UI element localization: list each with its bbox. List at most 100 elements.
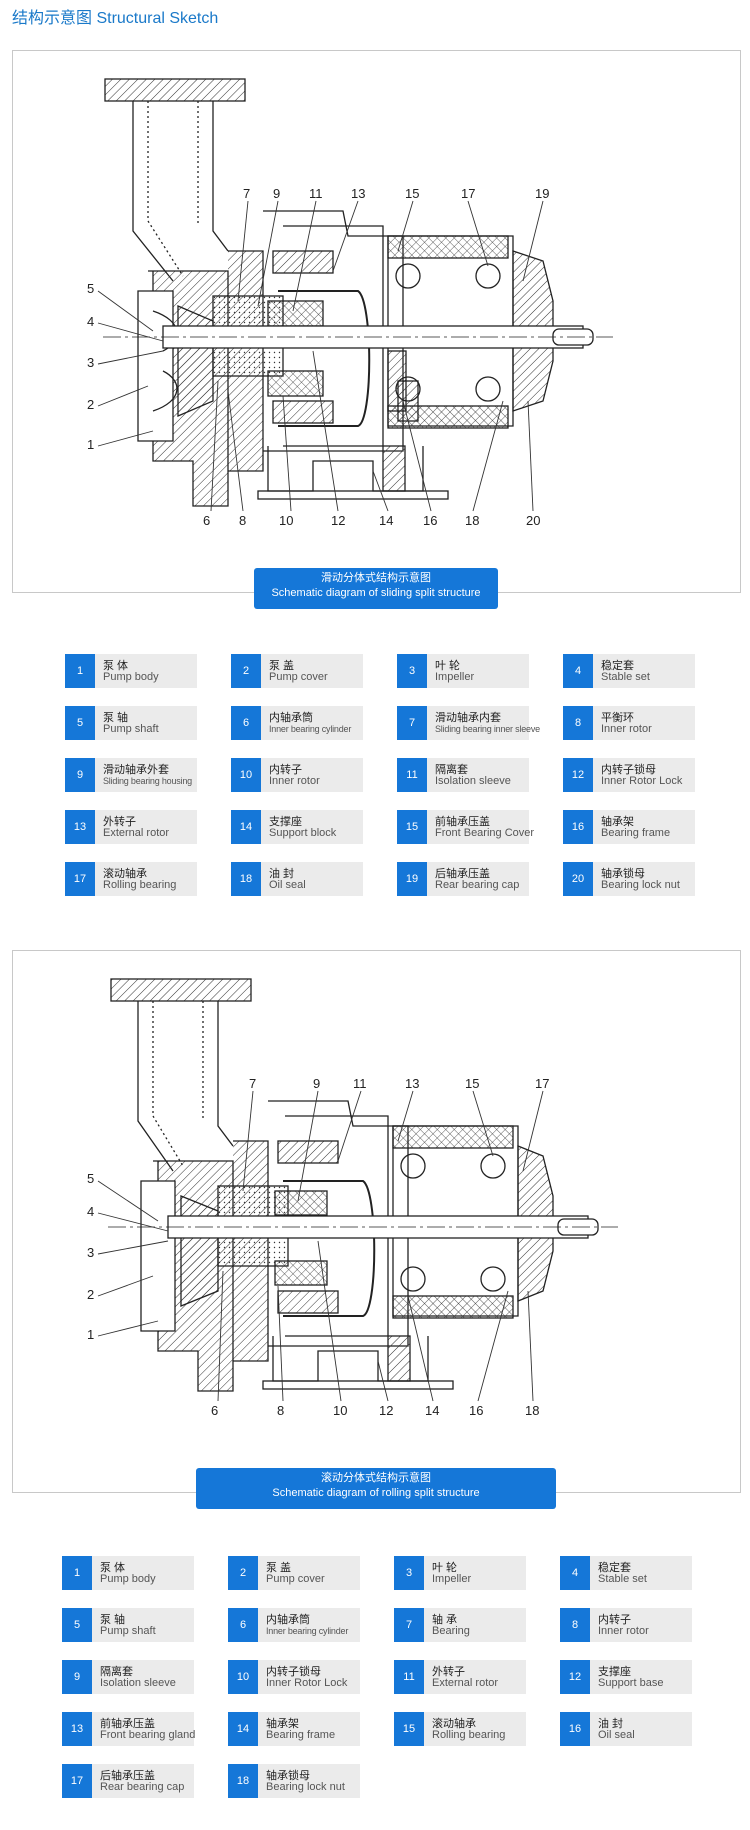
callout-6: 6 <box>211 1403 218 1418</box>
callout-5: 5 <box>87 281 94 296</box>
legend-number: 16 <box>560 1712 590 1746</box>
legend-number: 12 <box>560 1660 590 1694</box>
pump-cover <box>137 290 174 442</box>
legend-number: 3 <box>394 1556 424 1590</box>
legend-label-cn: 油 封 <box>269 868 295 880</box>
legend-label-en: Inner Rotor Lock <box>601 775 683 787</box>
legend-number: 6 <box>228 1608 258 1642</box>
callout-9: 9 <box>313 1076 320 1091</box>
callout-10: 10 <box>333 1403 347 1418</box>
legend-number: 16 <box>563 810 593 844</box>
legend-label-en: Rear bearing cap <box>100 1781 185 1793</box>
legend-number: 1 <box>62 1556 92 1590</box>
legend-label-en: External rotor <box>103 827 170 839</box>
callout-7: 7 <box>243 186 250 201</box>
isolation-sleeve <box>278 290 371 427</box>
caption-en: Schematic diagram of sliding split struc… <box>271 587 481 599</box>
legend-label-en: Stable set <box>598 1573 647 1585</box>
legend-number: 15 <box>394 1712 424 1746</box>
legend-number: 3 <box>397 654 427 688</box>
rolling-split-drawing: 5 4 3 2 1 6 7 8 9 10 11 12 13 14 15 16 1… <box>87 978 618 1418</box>
legend-number: 17 <box>65 862 95 896</box>
legend-label-cn: 前轴承压盖 <box>435 816 490 828</box>
legend-label-cn: 支撑座 <box>269 816 302 828</box>
legend-label-en: Bearing frame <box>266 1729 336 1741</box>
callout-4: 4 <box>87 314 94 329</box>
legend-label-cn: 滚动轴承 <box>432 1718 476 1730</box>
legend-label-cn: 外转子 <box>103 816 136 828</box>
legend-number: 5 <box>62 1608 92 1642</box>
legend-label-cn: 支撑座 <box>598 1666 631 1678</box>
callout-15: 15 <box>465 1076 479 1091</box>
callout-14: 14 <box>425 1403 439 1418</box>
legend-label-cn: 叶 轮 <box>435 660 461 672</box>
legend-label-cn: 稳定套 <box>598 1562 631 1574</box>
legend-label-cn: 泵 轴 <box>103 712 129 724</box>
inlet-neck <box>132 101 229 282</box>
legend-label-cn: 隔离套 <box>435 764 468 776</box>
legend-label-en: Support block <box>269 827 337 839</box>
legend-label-en: Oil seal <box>598 1729 635 1741</box>
caption-cn: 滑动分体式结构示意图 <box>321 572 431 584</box>
callout-16: 16 <box>423 513 437 528</box>
legend-label-cn: 泵 盖 <box>266 1562 292 1574</box>
callout-16: 16 <box>469 1403 483 1418</box>
legend-number: 18 <box>228 1764 258 1798</box>
callout-12: 12 <box>379 1403 393 1418</box>
callout-4: 4 <box>87 1204 94 1219</box>
legend-label-cn: 轴承架 <box>601 816 634 828</box>
legend-label-en: Bearing lock nut <box>601 879 680 891</box>
legend-number: 20 <box>563 862 593 896</box>
legend-label-en: Pump shaft <box>100 1625 156 1637</box>
impeller <box>177 305 214 417</box>
callout-17: 17 <box>535 1076 549 1091</box>
callout-9: 9 <box>273 186 280 201</box>
callout-13: 13 <box>405 1076 419 1091</box>
legend-label-cn: 泵 体 <box>100 1562 126 1574</box>
external-rotor <box>277 1140 339 1164</box>
legend-label-en: Sliding bearing housing <box>103 776 192 786</box>
callout-2: 2 <box>87 1287 94 1302</box>
legend-label-en: Pump shaft <box>103 723 159 735</box>
legend-label-cn: 轴承架 <box>266 1718 299 1730</box>
legend-label-en: Impeller <box>435 671 475 683</box>
impeller <box>180 1195 219 1307</box>
legend-label-cn: 泵 轴 <box>100 1614 126 1626</box>
legend-label-cn: 后轴承压盖 <box>435 868 490 880</box>
legend-number: 8 <box>560 1608 590 1642</box>
legend-label-en: Pump body <box>100 1573 156 1585</box>
legend-label-cn: 后轴承压盖 <box>100 1770 155 1782</box>
callout-17: 17 <box>461 186 475 201</box>
legend-label-cn: 前轴承压盖 <box>100 1718 155 1730</box>
legend-number: 4 <box>563 654 593 688</box>
legend-label-en: Rear bearing cap <box>435 879 520 891</box>
callout-20: 20 <box>526 513 540 528</box>
callout-1: 1 <box>87 1327 94 1342</box>
legend-number: 6 <box>231 706 261 740</box>
callout-15: 15 <box>405 186 419 201</box>
page-title: 结构示意图 Structural Sketch <box>12 10 219 27</box>
callout-10: 10 <box>279 513 293 528</box>
legend-number: 7 <box>394 1608 424 1642</box>
legend-label-cn: 滑动轴承内套 <box>435 712 501 724</box>
legend-label-en: Pump body <box>103 671 159 683</box>
